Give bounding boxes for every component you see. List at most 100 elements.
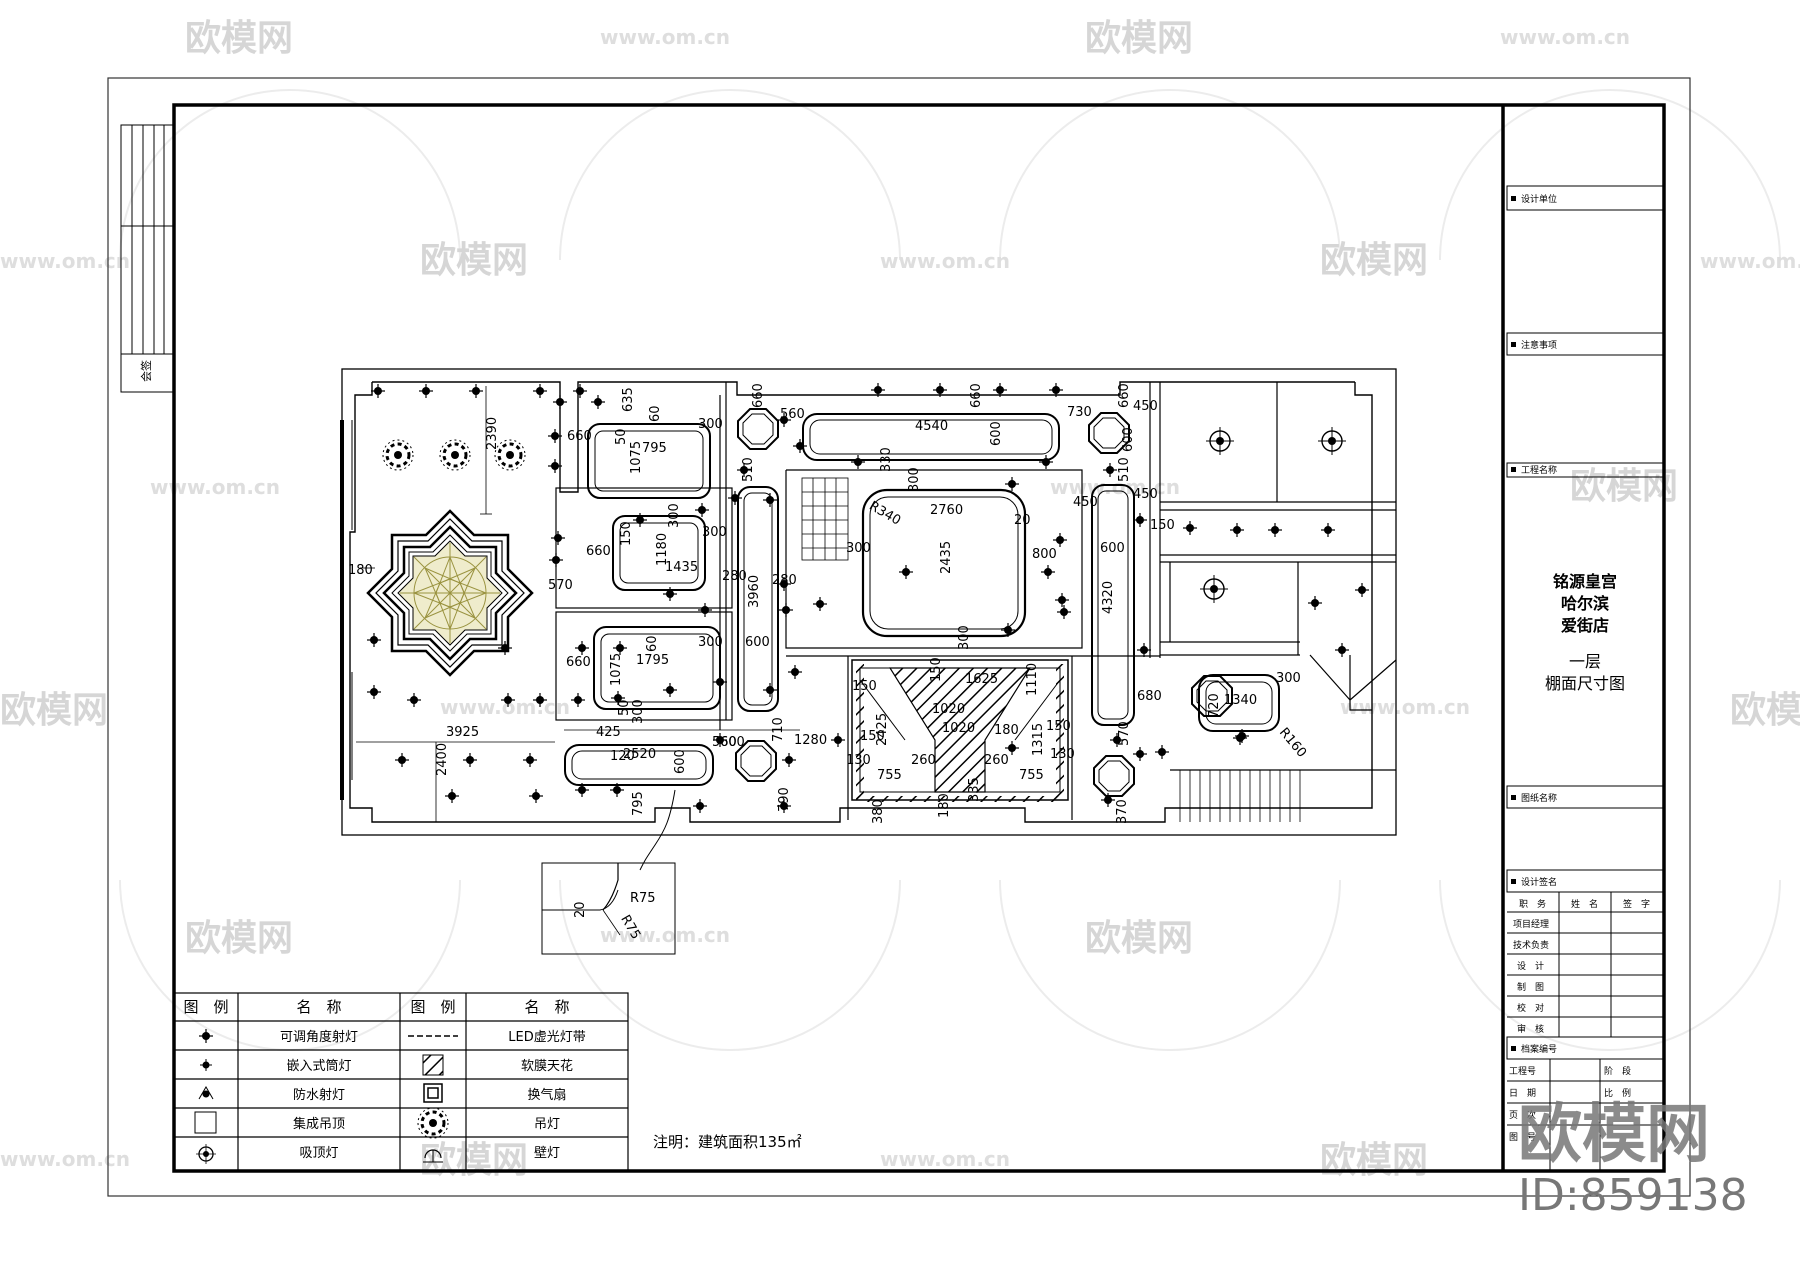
dim-text: 180 (348, 563, 373, 578)
spotlight-icon (850, 454, 866, 470)
design-unit-label: 设计单位 (1521, 193, 1557, 205)
dim-text: 4540 (915, 419, 948, 434)
fan-icon (423, 1083, 443, 1103)
spotlight-icon (694, 502, 710, 518)
dim-text: 600 (745, 635, 770, 650)
dim-text: 2425 (875, 713, 890, 746)
legend-table: 图 例 名 称 图 例 名 称 可调角度射灯 LED虚光灯带 嵌入式筒灯 软膜天… (173, 992, 629, 1172)
dim-text: 280 (772, 573, 797, 588)
legend-item-name: 吊灯 (534, 1117, 560, 1132)
spotlight-icon (570, 692, 586, 708)
watermark-site: www.om.cn (880, 1147, 1010, 1171)
watermark-text: 欧模网 (420, 1140, 528, 1181)
spotlight-icon (366, 632, 382, 648)
dim-text: 660 (1117, 383, 1132, 408)
dim-text: 260 (911, 753, 936, 768)
octagon-light (737, 408, 779, 450)
legend-item-name: 防水射灯 (293, 1087, 345, 1103)
dim-text: 680 (1137, 689, 1162, 704)
dim-text: 300 (1276, 671, 1301, 686)
spotlight-icon (574, 640, 590, 656)
dim-text: 795 (642, 441, 667, 456)
legend-item-name: 吸顶灯 (299, 1146, 338, 1161)
watermark-site: www.om.cn (1700, 249, 1800, 273)
project-name-line: 哈尔滨 (1561, 594, 1609, 613)
waterproof-light-icon (198, 1086, 214, 1100)
sign-role: 校 对 (1517, 1002, 1544, 1014)
archive-stage: 阶 段 (1604, 1065, 1631, 1077)
spotlight-icon (552, 394, 568, 410)
dim-text: 600 (989, 421, 1004, 446)
dim-text: 300 (846, 541, 871, 556)
spotlight-icon (1229, 522, 1245, 538)
dim-text: 510 (741, 457, 756, 482)
spotlight-icon (370, 383, 386, 399)
dim-text: 560 (712, 735, 737, 750)
dim-text: 790 (777, 787, 792, 812)
light-trough-4320 (1091, 484, 1135, 726)
watermark-layer: 欧模网 欧模网 欧模网 欧模网 欧模网 欧模网 欧模网 欧模网 欧模网 欧模网 … (0, 18, 1800, 1181)
spotlight-icon (692, 798, 708, 814)
spotlight-icon (1004, 476, 1020, 492)
spotlight-icon (462, 752, 478, 768)
ceiling-panel (612, 515, 706, 591)
project-name-line: 爱街店 (1561, 616, 1609, 635)
dim-text: R340 (866, 499, 903, 529)
spotlight-icon (781, 752, 797, 768)
spotlight-icon (1354, 582, 1370, 598)
dim-text: 1020 (942, 721, 975, 736)
dim-text: 450 (1133, 399, 1158, 414)
dim-text: 710 (771, 717, 786, 742)
ceiling-light-icon (1205, 426, 1235, 456)
title-block: 设计单位 注意事项 工程名称 图纸名称 设计签名 职 务 姓 名 签 字 项目经… (1501, 105, 1665, 1171)
spotlight-icon (1232, 730, 1248, 746)
countersign-label: 会签 (139, 360, 153, 382)
revision-strip (120, 124, 175, 393)
light-trough-3960 (737, 486, 779, 712)
dim-text: 660 (751, 383, 766, 408)
dim-text: 795 (631, 791, 646, 816)
watermark-text: 欧模网 (1085, 18, 1193, 59)
dim-text: 1340 (1224, 693, 1257, 708)
spotlight-icon (522, 752, 538, 768)
design-sign-label: 设计签名 (1521, 876, 1557, 888)
dim-text: 50 (614, 428, 629, 445)
hatch-icon (422, 1054, 444, 1076)
spotlight-icon (418, 383, 434, 399)
dim-text: 180 (994, 723, 1019, 738)
dim-text: 730 (1067, 405, 1092, 420)
watermark-text: 欧模网 (1085, 918, 1193, 959)
area-note: 注明：建筑面积135㎡ (653, 1133, 802, 1151)
dim-text: 660 (567, 429, 592, 444)
soft-film-ceiling (851, 659, 1069, 802)
ceiling-panel-2760 (861, 488, 1027, 638)
dim-text: 660 (586, 544, 611, 559)
spotlight-icon (762, 492, 778, 508)
dim-text: 600 (1100, 541, 1125, 556)
spotlight-icon (830, 732, 846, 748)
dim-text: 300 (631, 699, 646, 724)
dim-text: 60 (648, 405, 663, 422)
spotlight-icon (1040, 564, 1056, 580)
dim-text: 50 (617, 699, 632, 716)
brand-watermark-text: 欧模网 (1518, 1098, 1710, 1172)
chandelier-icon (416, 1106, 450, 1140)
dim-text: 300 (907, 467, 922, 492)
watermark-text: 欧模网 (185, 918, 293, 959)
dim-text: 4320 (1101, 581, 1116, 614)
dim-text: 150 (619, 521, 634, 546)
spotlight-icon (898, 564, 914, 580)
dim-text: 1110 (1025, 663, 1040, 696)
sign-role: 审 核 (1517, 1023, 1544, 1035)
spotlight-icon (394, 752, 410, 768)
spotlight-icon (548, 552, 564, 568)
dim-text: 600 (1121, 427, 1136, 452)
dim-text: 1020 (932, 702, 965, 717)
dim-text: 800 (1032, 547, 1057, 562)
watermark-text: 欧模网 (1730, 690, 1800, 731)
notes-label: 注意事项 (1521, 339, 1557, 351)
dim-text: 180 (937, 793, 952, 818)
dim-text: 720 (1207, 693, 1222, 718)
outer-frame (107, 77, 1691, 1197)
dim-text: 635 (621, 387, 636, 412)
